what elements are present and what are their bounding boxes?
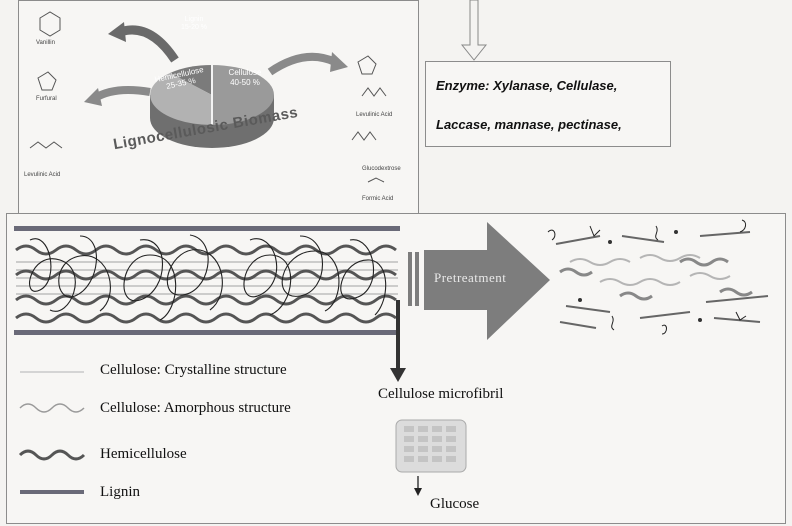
microfibril-grid-icon xyxy=(396,420,466,472)
legend-swatch-hemicellulose xyxy=(20,451,84,459)
pretreated-fibers xyxy=(548,220,768,334)
pretreatment-label: Pretreatment xyxy=(434,270,506,286)
legend-label-hemicellulose: Hemicellulose xyxy=(100,446,187,463)
lignin-wall-bottom xyxy=(14,330,400,335)
arrow-down-glucose xyxy=(414,488,422,496)
legend-label-lignin: Lignin xyxy=(100,484,140,501)
legend-label-crystalline: Cellulose: Crystalline structure xyxy=(100,362,287,379)
glucose-label: Glucose xyxy=(430,496,479,513)
microfibril-label: Cellulose microfibril xyxy=(378,386,503,403)
arrow-down-microfibril xyxy=(390,368,406,382)
lignin-wall-top xyxy=(14,226,400,231)
legend-swatch-amorphous xyxy=(20,404,84,412)
legend-label-amorphous: Cellulose: Amorphous structure xyxy=(100,400,291,417)
